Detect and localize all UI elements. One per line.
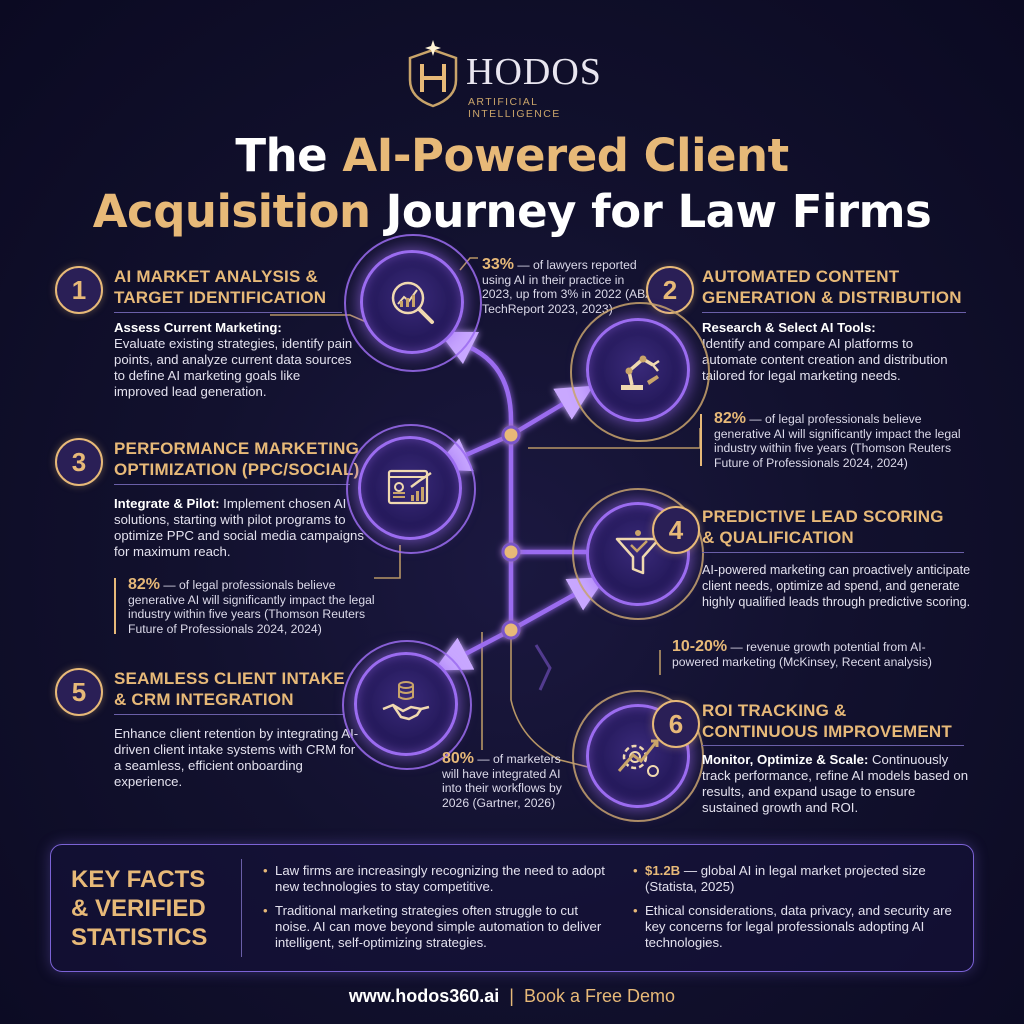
- divider: [114, 312, 342, 313]
- step-5-icon-circle: [354, 652, 458, 756]
- divider: [114, 484, 350, 485]
- step-5-body: Enhance client retention by integrating …: [114, 726, 359, 789]
- divider: [114, 714, 344, 715]
- robot-arm-icon: [621, 355, 660, 390]
- divider: [241, 859, 242, 957]
- page-title: The AI-Powered Client Acquisition Journe…: [92, 129, 932, 238]
- step-4-number: 4: [652, 506, 700, 554]
- footer-separator: |: [509, 986, 514, 1006]
- step-4-ring: [572, 488, 704, 620]
- step-4-body: AI-powered marketing can proactively ant…: [702, 563, 971, 609]
- stat-accent-bar: [700, 414, 702, 466]
- shield-h-logo-icon: [408, 40, 458, 108]
- fact-item: $1.2B — global AI in legal market projec…: [633, 863, 965, 895]
- step-5-ring: [342, 640, 472, 770]
- step-5-number: 5: [55, 668, 103, 716]
- step-1-ring: [344, 234, 482, 372]
- step-1-number: 1: [55, 266, 103, 314]
- dashboard-chart-icon: [387, 469, 432, 505]
- fact-item: Law firms are increasingly recognizing t…: [263, 863, 605, 895]
- footer: www.hodos360.ai | Book a Free Demo: [0, 986, 1024, 1007]
- step-1-title: AI MARKET ANALYSIS &TARGET IDENTIFICATIO…: [114, 267, 327, 307]
- fact-item: Traditional marketing strategies often s…: [263, 903, 605, 951]
- divider: [702, 552, 964, 553]
- stat-accent-bar: [114, 578, 116, 634]
- step-2-ring: [570, 302, 710, 442]
- step-1-icon-circle: [360, 250, 464, 354]
- brand-name: HODOS: [466, 51, 602, 93]
- step-3-body: Integrate & Pilot: Implement chosen AI s…: [114, 496, 364, 559]
- handshake-database-icon: [382, 681, 430, 721]
- brand-logo: HODOS ARTIFICIAL INTELLIGENCE: [404, 40, 634, 120]
- brand-tagline: ARTIFICIAL INTELLIGENCE: [468, 96, 561, 120]
- stat-82-percent-right: 82% — of legal professionals believe gen…: [714, 410, 961, 470]
- step-3-number: 3: [55, 438, 103, 486]
- stat-33-percent: 33% — of lawyers reported using AI in th…: [482, 256, 653, 316]
- stat-82-percent-left: 82% — of legal professionals believe gen…: [128, 576, 375, 636]
- step-1-body: Assess Current Marketing:Evaluate existi…: [114, 320, 353, 399]
- step-3-ring: [346, 424, 476, 554]
- divider: [702, 745, 964, 746]
- step-5-title: SEAMLESS CLIENT INTAKE& CRM INTEGRATION: [114, 669, 345, 709]
- website-link[interactable]: www.hodos360.ai: [348, 986, 500, 1006]
- book-demo-link[interactable]: Book a Free Demo: [523, 986, 676, 1006]
- step-6-title: ROI TRACKING &CONTINUOUS IMPROVEMENT: [702, 701, 952, 741]
- gear-growth-icon: [617, 739, 659, 777]
- step-3-icon-circle: [358, 436, 462, 540]
- step-4-title: PREDICTIVE LEAD SCORING& QUALIFICATION: [702, 507, 944, 547]
- fact-item: Ethical considerations, data privacy, an…: [633, 903, 965, 951]
- stat-10-20-percent: 10-20% — revenue growth potential from A…: [672, 638, 932, 669]
- step-6-number: 6: [652, 700, 700, 748]
- step-6-body: Monitor, Optimize & Scale: Continuously …: [702, 752, 969, 815]
- step-2-icon-circle: [586, 318, 690, 422]
- step-2-body: Research & Select AI Tools:Identify and …: [702, 320, 948, 383]
- analytics-magnifier-icon: [391, 281, 434, 324]
- divider: [702, 312, 966, 313]
- step-6-ring: [572, 690, 704, 822]
- stat-80-percent: 80% — of marketers will have integrated …: [442, 750, 562, 810]
